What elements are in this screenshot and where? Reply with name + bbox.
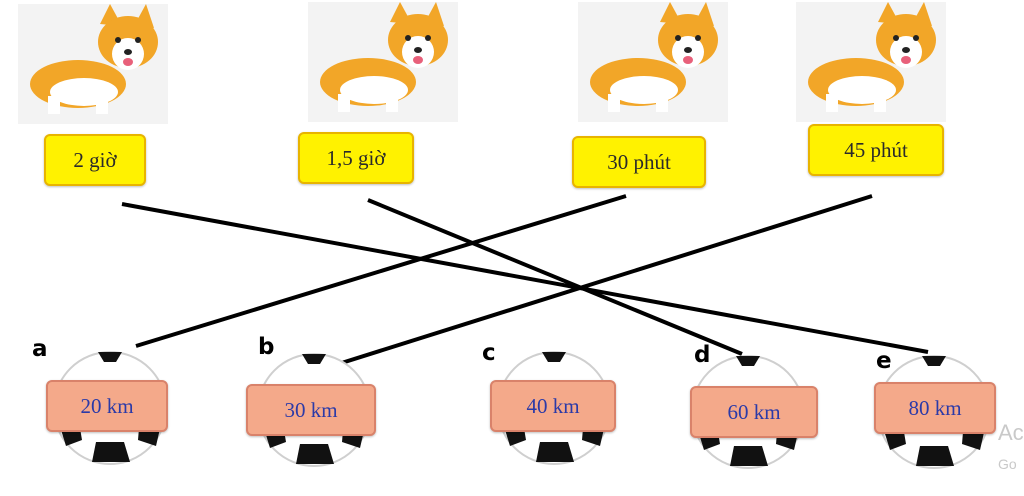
km-box-e: 80 km (874, 382, 996, 434)
line-2-to-d (367, 198, 743, 356)
line-4-to-b (331, 194, 873, 368)
watermark-text: Ac (998, 420, 1024, 445)
ball-letter-a: a (32, 336, 48, 362)
time-box-1: 2 giờ (44, 134, 146, 186)
time-box-2: 1,5 giờ (298, 132, 414, 184)
line-1-to-e (121, 202, 929, 354)
km-box-b: 30 km (246, 384, 376, 436)
km-box-a: 20 km (46, 380, 168, 432)
watermark-subtext: Go (998, 456, 1017, 472)
time-box-3: 30 phút (572, 136, 706, 188)
km-box-c: 40 km (490, 380, 616, 432)
km-box-d: 60 km (690, 386, 818, 438)
time-box-4: 45 phút (808, 124, 944, 176)
line-3-to-a (135, 194, 627, 348)
corgi-dog-icon (308, 2, 458, 122)
ball-letter-b: b (258, 334, 275, 360)
corgi-dog-icon (18, 4, 168, 124)
ball-letter-d: d (694, 342, 711, 368)
corgi-dog-icon (578, 2, 728, 122)
ball-letter-c: c (482, 340, 496, 366)
ball-letter-e: e (876, 348, 892, 374)
corgi-dog-icon (796, 2, 946, 122)
